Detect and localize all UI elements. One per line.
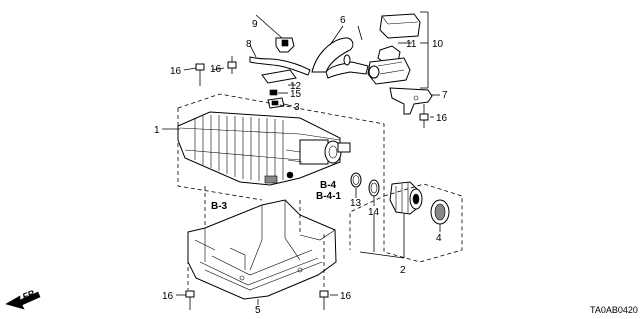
filter-outline	[383, 183, 463, 263]
vent-hose	[311, 37, 369, 79]
bolt-lower-left	[185, 290, 195, 310]
bolt-upper-left	[195, 63, 205, 86]
tube	[249, 56, 311, 76]
bolt-lower-right	[319, 290, 329, 310]
bolt-right	[419, 104, 429, 128]
o-ring-14	[368, 179, 380, 197]
canister-bracket-tray	[187, 199, 337, 300]
front-direction-arrow	[5, 291, 41, 310]
callout-11: 11	[406, 39, 417, 50]
callout-9: 9	[252, 19, 258, 30]
callout-13: 13	[350, 198, 362, 209]
valve-assembly	[367, 13, 421, 85]
ref-b4-1: B-4-1	[316, 191, 341, 202]
seal-ring	[430, 199, 450, 225]
filter-assembly	[389, 181, 423, 215]
diagram-code: TA0AB0420	[590, 305, 638, 315]
ref-b4: B-4	[320, 180, 337, 191]
callout-4: 4	[436, 233, 442, 244]
callout-1: 1	[154, 125, 160, 136]
callout-16-upper-mid: 16	[210, 64, 222, 75]
callout-16-lower-right: 16	[340, 291, 352, 302]
callout-8: 8	[246, 39, 252, 50]
callout-3: 3	[294, 102, 300, 113]
nut	[269, 89, 278, 96]
callout-10: 10	[432, 39, 444, 50]
ref-b3: B-3	[211, 201, 228, 212]
callout-6: 6	[340, 15, 346, 26]
canister-outline	[177, 93, 385, 250]
callout-15: 15	[290, 89, 302, 100]
callout-16-upper-left: 16	[170, 66, 182, 77]
callout-16-lower-left: 16	[162, 291, 174, 302]
callout-12: 12	[290, 81, 302, 92]
callout-14: 14	[368, 207, 380, 218]
leader-lines	[162, 11, 441, 305]
charcoal-canister	[177, 111, 351, 186]
callout-2: 2	[400, 265, 406, 276]
front-label: FR.	[21, 287, 38, 302]
callout-5: 5	[255, 305, 261, 316]
o-ring-13	[350, 172, 362, 188]
callout-16-right: 16	[436, 113, 448, 124]
clamp	[267, 97, 285, 109]
pipe-bracket	[261, 69, 297, 84]
bolt-upper-mid	[227, 56, 237, 74]
clip	[275, 37, 295, 53]
valve-bracket	[389, 87, 433, 115]
callout-7: 7	[442, 90, 448, 101]
